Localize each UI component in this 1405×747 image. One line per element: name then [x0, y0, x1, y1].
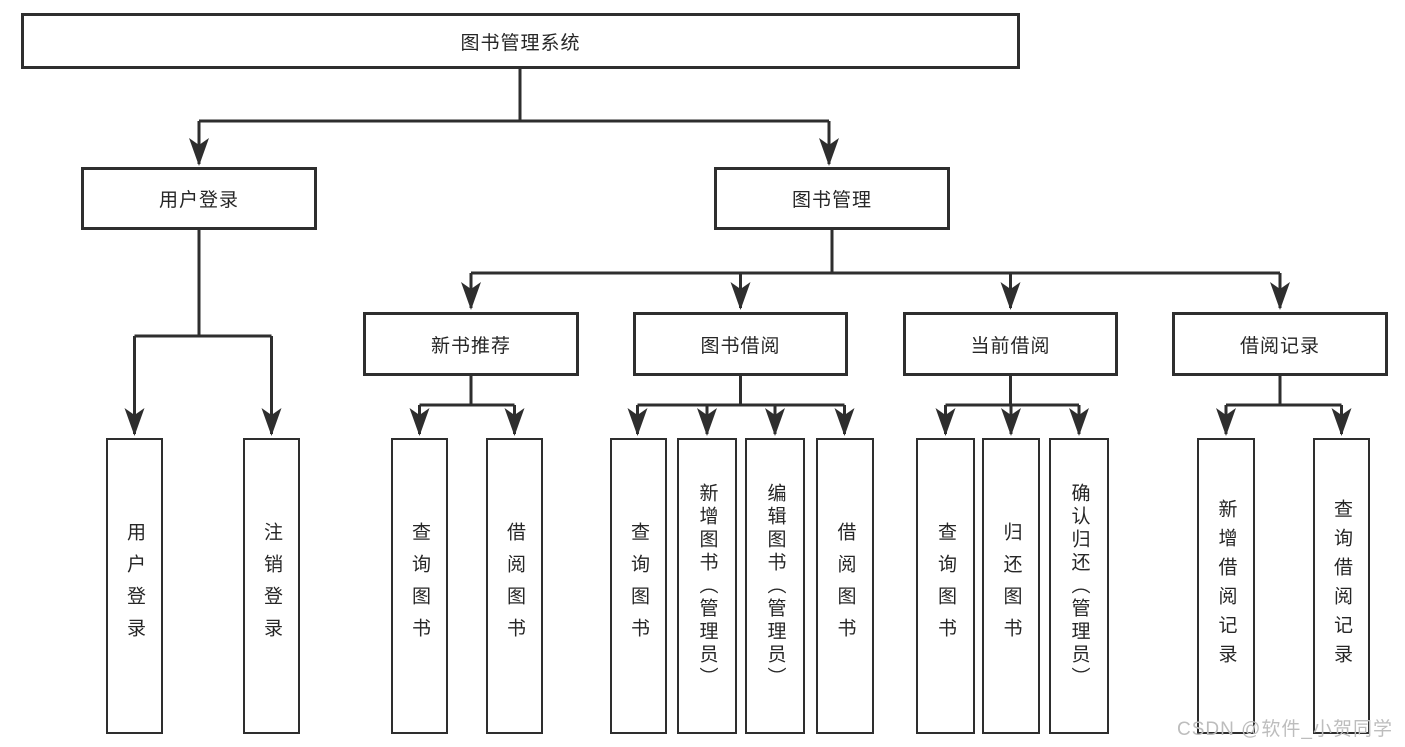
node-user-login-branch: 用户登录 — [81, 167, 317, 230]
leaf-add-books-admin-label: 新增图书（管理员） — [696, 482, 718, 690]
leaf-current-query-books: 查询图书 — [916, 438, 975, 734]
leaf-query-borrow-record-label: 查询借阅记录 — [1331, 499, 1352, 673]
node-current-borrowing: 当前借阅 — [903, 312, 1118, 376]
leaf-add-borrow-record-label: 新增借阅记录 — [1215, 499, 1237, 673]
leaf-return-books-label: 归还图书 — [1000, 522, 1022, 650]
node-borrowing-records: 借阅记录 — [1172, 312, 1388, 376]
node-new-book-recommend: 新书推荐 — [363, 312, 579, 376]
leaf-add-books-admin: 新增图书（管理员） — [677, 438, 737, 734]
leaf-borrowing-borrow-books-label: 借阅图书 — [834, 522, 856, 650]
leaf-current-query-books-label: 查询图书 — [935, 522, 956, 650]
leaf-confirm-return-admin-label: 确认归还（管理员） — [1068, 482, 1090, 690]
leaf-confirm-return-admin: 确认归还（管理员） — [1049, 438, 1109, 734]
leaf-user-login-label: 用户登录 — [124, 522, 145, 650]
leaf-borrowing-borrow-books: 借阅图书 — [816, 438, 874, 734]
node-root-label: 图书管理系统 — [460, 32, 581, 54]
node-root: 图书管理系统 — [21, 13, 1020, 69]
leaf-logout: 注销登录 — [243, 438, 300, 734]
leaf-recommend-borrow-books: 借阅图书 — [486, 438, 543, 734]
leaf-add-borrow-record: 新增借阅记录 — [1197, 438, 1255, 734]
node-book-management-branch: 图书管理 — [714, 167, 950, 230]
leaf-return-books: 归还图书 — [982, 438, 1040, 734]
leaf-user-login: 用户登录 — [106, 438, 163, 734]
node-book-borrowing: 图书借阅 — [633, 312, 848, 376]
leaf-logout-label: 注销登录 — [261, 522, 282, 650]
leaf-query-borrow-record: 查询借阅记录 — [1313, 438, 1370, 734]
node-user-login-branch-label: 用户登录 — [158, 190, 239, 211]
node-book-borrowing-label: 图书借阅 — [700, 335, 781, 357]
node-current-borrowing-label: 当前借阅 — [970, 335, 1051, 357]
leaf-recommend-query-books: 查询图书 — [391, 438, 448, 734]
leaf-edit-books-admin: 编辑图书（管理员） — [745, 438, 805, 734]
leaf-borrowing-query-books-label: 查询图书 — [628, 522, 649, 650]
node-borrowing-records-label: 借阅记录 — [1239, 335, 1320, 357]
node-new-book-recommend-label: 新书推荐 — [430, 335, 511, 357]
leaf-recommend-query-books-label: 查询图书 — [409, 522, 430, 650]
leaf-recommend-borrow-books-label: 借阅图书 — [504, 522, 525, 650]
node-book-management-branch-label: 图书管理 — [791, 190, 872, 211]
leaf-edit-books-admin-label: 编辑图书（管理员） — [764, 482, 786, 690]
leaf-borrowing-query-books: 查询图书 — [610, 438, 667, 734]
